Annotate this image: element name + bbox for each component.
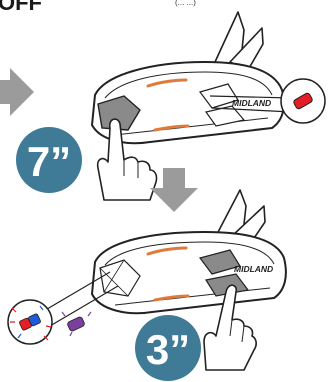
flow-arrow-right (0, 68, 34, 116)
top-note: (... ...) (175, 0, 196, 7)
brand-logo: MIDLAND (232, 98, 271, 108)
duration-label: 7” (27, 138, 71, 185)
top-heading: OFF (0, 0, 42, 15)
duration-label: 3” (146, 326, 190, 373)
led-callout-1 (281, 79, 325, 123)
led-callout-2 (8, 300, 52, 344)
duration-badge-7s: 7” (16, 127, 82, 193)
duration-badge-3s: 3” (135, 315, 201, 381)
brand-logo: MIDLAND (234, 264, 273, 274)
flow-arrow-down (150, 168, 198, 212)
intercom-unit-1: MIDLAND (92, 12, 292, 143)
led-purple-indicator (62, 312, 91, 336)
intercom-unit-2: MIDLAND (42, 190, 286, 326)
